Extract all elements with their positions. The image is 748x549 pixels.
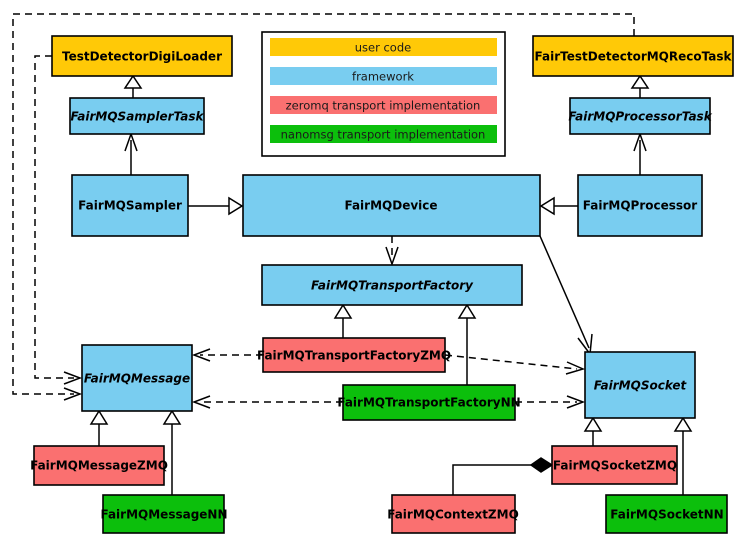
node-label-fairmqmessage: FairMQMessage xyxy=(84,372,190,386)
legend-label-user-code: user code xyxy=(355,41,411,55)
node-fairmqsocketnn[interactable]: FairMQSocketNN xyxy=(605,494,728,534)
node-box-fairmqsamplertask[interactable] xyxy=(69,97,205,135)
arrowhead-open-factoryzmq-to-message xyxy=(191,348,211,362)
node-fairtestdetectormqrecotask[interactable]: FairTestDetectorMQRecoTask xyxy=(532,35,734,77)
node-label-fairmqsocket: FairMQSocket xyxy=(594,379,688,393)
node-box-fairmqmessage[interactable] xyxy=(81,344,193,412)
node-box-fairmqcontextzmq[interactable] xyxy=(391,494,516,534)
legend-label-framework: framework xyxy=(352,70,414,84)
node-label-fairmqcontextzmq: FairMQContextZMQ xyxy=(387,508,519,522)
node-testdetectordigiloader[interactable]: TestDetectorDigiLoader xyxy=(51,35,233,77)
node-label-fairmqprocessortask: FairMQProcessorTask xyxy=(568,110,712,124)
arrowhead-triangle-processor-to-device xyxy=(539,196,555,216)
legend-swatch-zeromq xyxy=(270,96,497,114)
arrowhead-triangle-sampler-to-device xyxy=(228,196,244,216)
arrowhead-triangle-factoryzmq-to-transportfactory xyxy=(333,303,353,319)
node-box-fairmqsocketnn[interactable] xyxy=(605,494,728,534)
node-box-fairmqmessagenn[interactable] xyxy=(102,494,225,534)
node-box-fairmqmessagezmq[interactable] xyxy=(33,445,165,486)
arrowhead-open-factorynn-to-message xyxy=(191,395,211,409)
node-label-fairtestdetectormqrecotask: FairTestDetectorMQRecoTask xyxy=(535,50,733,64)
node-box-fairmqtransportfactorynn[interactable] xyxy=(342,384,516,421)
node-box-fairmqsocketzmq[interactable] xyxy=(551,445,678,485)
node-label-fairmqtransportfactorynn: FairMQTransportFactoryNN xyxy=(337,396,520,410)
edge-device-to-socket xyxy=(539,235,590,349)
node-box-fairmqtransportfactory[interactable] xyxy=(261,264,523,306)
arrowhead-triangle-messagezmq-to-message xyxy=(89,409,109,425)
arrowhead-open-digiloader-to-message xyxy=(63,371,83,385)
node-label-fairmqtransportfactoryzmq: FairMQTransportFactoryZMQ xyxy=(257,349,451,363)
node-box-fairmqprocessor[interactable] xyxy=(577,174,703,237)
arrowhead-diamond-contextzmq-to-socketzmq xyxy=(529,457,554,473)
node-fairmqsampler[interactable]: FairMQSampler xyxy=(71,174,189,237)
node-fairmqmessagenn[interactable]: FairMQMessageNN xyxy=(100,494,228,534)
arrowhead-triangle-socketzmq-to-socket xyxy=(583,416,603,432)
node-box-fairmqdevice[interactable] xyxy=(242,174,541,237)
node-fairmqtransportfactoryzmq[interactable]: FairMQTransportFactoryZMQ xyxy=(257,337,451,373)
edge-group-solid xyxy=(89,74,693,495)
node-fairmqcontextzmq[interactable]: FairMQContextZMQ xyxy=(387,494,519,534)
node-box-testdetectordigiloader[interactable] xyxy=(51,35,233,77)
legend-swatch-user-code xyxy=(270,38,497,56)
node-label-fairmqtransportfactory: FairMQTransportFactory xyxy=(311,279,474,293)
node-label-fairmqsocketnn: FairMQSocketNN xyxy=(610,508,723,522)
node-box-fairmqsampler[interactable] xyxy=(71,174,189,237)
node-box-fairtestdetectormqrecotask[interactable] xyxy=(532,35,734,77)
legend-swatch-framework xyxy=(270,67,497,85)
edge-digiloader-to-message xyxy=(34,55,74,379)
arrowhead-triangle-samplertask-to-digiloader xyxy=(123,74,143,89)
node-label-fairmqprocessor: FairMQProcessor xyxy=(583,199,698,213)
class-nodes: TestDetectorDigiLoader FairTestDetectorM… xyxy=(30,35,734,534)
node-label-fairmqsampler: FairMQSampler xyxy=(78,199,182,213)
node-box-fairmqprocessortask[interactable] xyxy=(569,97,711,135)
arrowhead-triangle-messagenn-to-message xyxy=(162,409,182,425)
node-fairmqprocessortask[interactable]: FairMQProcessorTask xyxy=(568,97,713,135)
node-fairmqmessagezmq[interactable]: FairMQMessageZMQ xyxy=(30,445,168,486)
legend-label-zeromq: zeromq transport implementation xyxy=(286,99,481,113)
node-label-fairmqmessagenn: FairMQMessageNN xyxy=(100,508,227,522)
node-label-testdetectordigiloader: TestDetectorDigiLoader xyxy=(62,50,222,64)
node-label-fairmqsamplertask: FairMQSamplerTask xyxy=(70,110,204,124)
node-box-fairmqsocket[interactable] xyxy=(584,351,696,419)
node-fairmqsamplertask[interactable]: FairMQSamplerTask xyxy=(69,97,205,135)
node-fairmqsocketzmq[interactable]: FairMQSocketZMQ xyxy=(551,445,678,485)
edge-factoryzmq-to-socket xyxy=(444,354,578,370)
node-box-fairmqtransportfactoryzmq[interactable] xyxy=(262,337,446,373)
legend: user code framework zeromq transport imp… xyxy=(261,31,506,157)
node-fairmqprocessor[interactable]: FairMQProcessor xyxy=(577,174,703,237)
arrowhead-triangle-factorynn-to-transportfactory xyxy=(457,303,477,319)
node-fairmqdevice[interactable]: FairMQDevice xyxy=(242,174,541,237)
node-label-fairmqmessagezmq: FairMQMessageZMQ xyxy=(30,459,168,473)
node-fairmqtransportfactory[interactable]: FairMQTransportFactory xyxy=(261,264,523,306)
node-fairmqsocket[interactable]: FairMQSocket xyxy=(584,351,696,419)
legend-label-nanomsg: nanomsg transport implementation xyxy=(281,128,486,142)
legend-swatch-nanomsg xyxy=(270,125,497,143)
arrowhead-triangle-processortask-to-recotask xyxy=(630,74,650,89)
arrowhead-open-device-to-transportfactory xyxy=(385,246,399,267)
node-label-fairmqdevice: FairMQDevice xyxy=(344,199,437,213)
arrowhead-open-factorynn-to-socket xyxy=(566,395,586,409)
arrowhead-triangle-socketnn-to-socket xyxy=(673,416,693,432)
node-fairmqtransportfactorynn[interactable]: FairMQTransportFactoryNN xyxy=(337,384,521,421)
edge-contextzmq-to-socketzmq xyxy=(452,464,531,495)
arrowhead-open-recotask-to-message xyxy=(63,387,83,401)
node-fairmqmessage[interactable]: FairMQMessage xyxy=(81,344,193,412)
node-label-fairmqsocketzmq: FairMQSocketZMQ xyxy=(553,459,677,473)
edge-group-long-dependencies xyxy=(12,13,635,409)
edge-recotask-to-message xyxy=(12,13,635,395)
arrowhead-open-factoryzmq-to-socket xyxy=(565,361,586,375)
